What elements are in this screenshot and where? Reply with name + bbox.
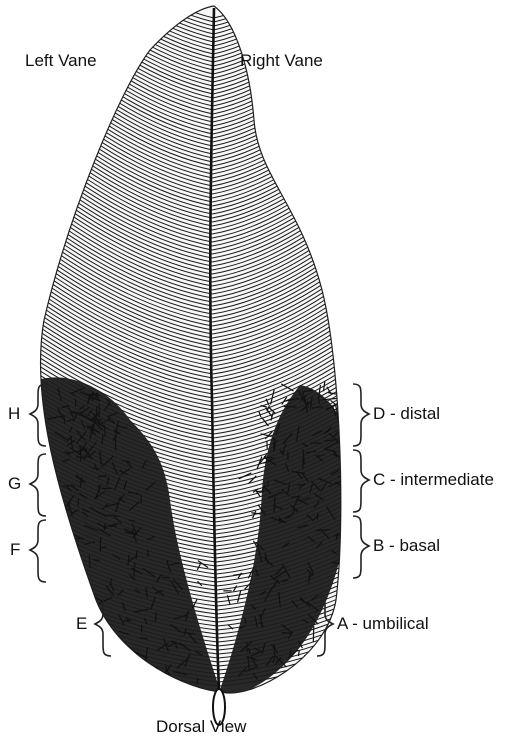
left-vane-label: Left Vane bbox=[25, 51, 97, 71]
region-f-label: F bbox=[10, 540, 20, 560]
region-h-label: H bbox=[8, 404, 20, 424]
region-d-label: D - distal bbox=[373, 404, 440, 424]
brace-b bbox=[353, 516, 369, 578]
right-vane-label: Right Vane bbox=[240, 51, 323, 71]
dorsal-view-label: Dorsal View bbox=[156, 717, 246, 737]
region-b-label: B - basal bbox=[373, 536, 440, 556]
brace-c bbox=[353, 450, 369, 512]
brace-f bbox=[30, 520, 46, 582]
brace-g bbox=[30, 454, 46, 516]
region-a-label: A - umbilical bbox=[337, 614, 429, 634]
region-e-label: E bbox=[76, 614, 87, 634]
region-g-label: G bbox=[8, 474, 21, 494]
brace-d bbox=[353, 384, 369, 446]
region-c-label: C - intermediate bbox=[373, 470, 494, 490]
